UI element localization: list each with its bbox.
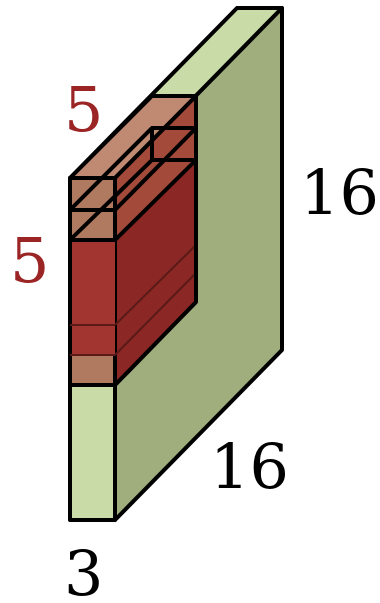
input-width-label: 16 bbox=[210, 430, 289, 503]
convolution-kernel bbox=[68, 94, 198, 387]
input-height-label: 16 bbox=[300, 156, 379, 229]
kernel-width-label: 5 bbox=[64, 73, 103, 146]
kernel-side-line-2 bbox=[114, 272, 197, 356]
kernel-height-label: 5 bbox=[10, 224, 49, 297]
kernel-inner-side bbox=[115, 160, 196, 385]
kernel-bottom-edge bbox=[113, 300, 198, 387]
kernel-side-line-1 bbox=[114, 244, 197, 326]
kernel-front-inner bbox=[72, 240, 115, 355]
input-depth-label: 3 bbox=[64, 537, 103, 603]
